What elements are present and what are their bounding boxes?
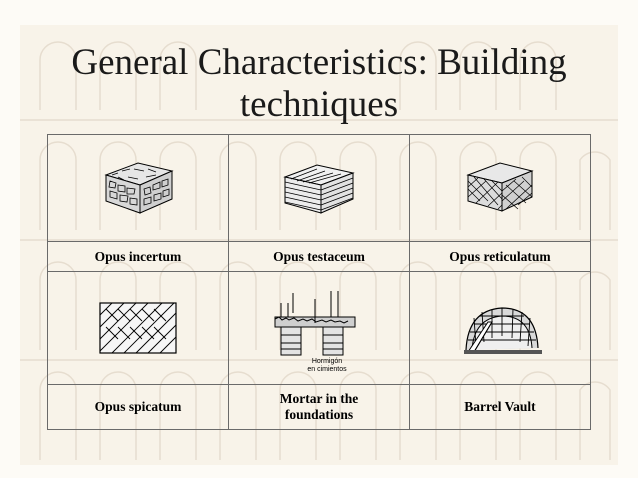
mortar-foundations-label: Mortar in the foundations [228,384,410,430]
net-pattern-block-icon [466,162,534,212]
foundation-caption-line-1: Hormigón [312,358,342,365]
opus-spicatum-image-cell [47,271,229,385]
slide-title-line-1: General Characteristics: Building [71,42,567,83]
mortar-foundations-label-line-2: foundations [284,407,354,422]
opus-testaceum-image-cell [228,134,410,242]
label-row-2: Opus spicatum Mortar in the foundations … [47,384,591,430]
image-row-1 [47,134,591,242]
rubble-masonry-block-icon [104,162,174,214]
techniques-table: Opus incertum Opus testaceum Opus reticu… [47,134,591,430]
opus-incertum-label: Opus incertum [47,241,229,272]
barrel-vault-label: Barrel Vault [409,384,591,430]
opus-incertum-image-cell [47,134,229,242]
opus-reticulatum-image-cell [409,134,591,242]
herringbone-pattern-icon [99,302,177,354]
opus-reticulatum-label: Opus reticulatum [409,241,591,272]
mortar-foundations-image-cell: Hormigón en cimientos [228,271,410,385]
foundation-mortar-icon: Hormigón en cimientos [274,291,356,373]
foundation-caption-line-2: en cimientos [307,366,347,373]
mortar-foundations-label-line-1: Mortar in the [279,391,359,406]
opus-testaceum-label: Opus testaceum [228,241,410,272]
image-row-2: Hormigón en cimientos [47,271,591,385]
slide-title-line-2: techniques [239,84,399,125]
barrel-vault-icon [464,307,542,354]
barrel-vault-image-cell [409,271,591,385]
label-row-1: Opus incertum Opus testaceum Opus reticu… [47,241,591,272]
brick-masonry-block-icon [283,164,355,214]
opus-spicatum-label: Opus spicatum [47,384,229,430]
slide-title: General Characteristics: Building techni… [0,42,638,126]
